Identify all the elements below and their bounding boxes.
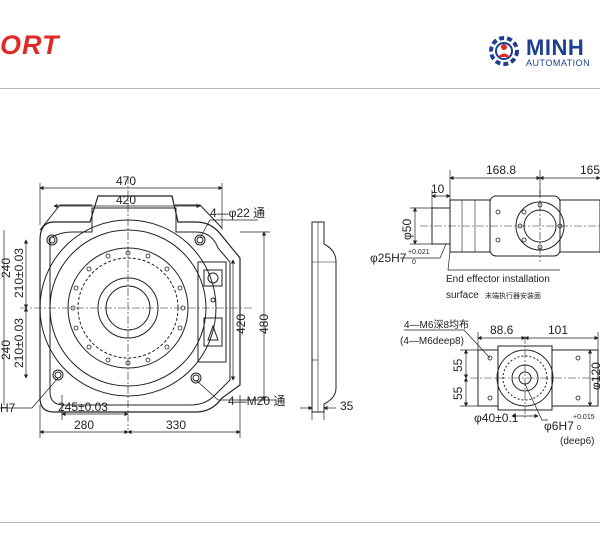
dim-phi-40: φ40±0.1 (474, 411, 519, 425)
tol-25-plus: +0.021 (408, 249, 430, 256)
dim-55-lower: 55 (451, 386, 465, 400)
end-effector-surface: surface (446, 290, 479, 301)
brand-wordmark: ORT (0, 30, 60, 60)
dim-phi-25h7: φ25H7 (370, 251, 407, 265)
dim-240-lower: 240 (0, 340, 13, 360)
arm-side-view (420, 190, 600, 262)
end-effector-label: End effector installation (446, 274, 550, 285)
side-view (311, 221, 337, 413)
gear-person-logo-icon (489, 36, 519, 66)
m6-label: 4—M6深8均布 (404, 319, 469, 331)
tol-6-plus: +0.015 (573, 414, 595, 421)
dim-420-right: 420 (234, 314, 248, 334)
dim-101: 101 (548, 323, 568, 337)
dim-10: 10 (431, 182, 445, 196)
header-divider (0, 88, 600, 89)
dim-55-upper: 55 (451, 358, 465, 372)
end-effector-label-cn: 末端执行器安装面 (485, 291, 541, 300)
company-logo: MINH AUTOMATION (486, 30, 600, 70)
dim-420-top: 420 (116, 193, 136, 207)
dim-245: 245±0.03 (58, 400, 108, 414)
dim-168-8: 168.8 (486, 163, 516, 177)
tol-6-zero: 0 (577, 425, 581, 432)
dim-35: 35 (340, 399, 354, 413)
dim-280: 280 (74, 418, 94, 432)
dim-phi-50: φ50 (400, 219, 414, 240)
dim-240-upper: 240 (0, 258, 13, 278)
logo-name: MINH (526, 35, 585, 60)
dim-470: 470 (116, 174, 136, 188)
logo-subtitle: AUTOMATION (526, 58, 591, 68)
dim-165: 165 (580, 163, 600, 177)
dim-330: 330 (166, 418, 186, 432)
dim-phi-6h7: φ6H7 (544, 419, 574, 433)
dim-210-lower: 210±0.03 (12, 318, 26, 368)
holes-22-label: 4—φ22 通 (210, 206, 265, 220)
tol-25-zero: 0 (412, 259, 416, 266)
dim-210-upper: 210±0.03 (12, 248, 26, 298)
m20-label: 4—M20 通 (228, 394, 285, 408)
dim-88-6: 88.6 (490, 323, 514, 337)
dim-phi-120: φ120 (589, 362, 600, 390)
dim-480: 480 (257, 314, 271, 334)
footer-divider (0, 522, 600, 523)
m6-label-alt: (4—M6deep8) (400, 336, 464, 347)
arm-front-view (470, 336, 600, 420)
deep6-label: (deep6) (560, 436, 594, 447)
h7-label: H7 (0, 401, 16, 415)
